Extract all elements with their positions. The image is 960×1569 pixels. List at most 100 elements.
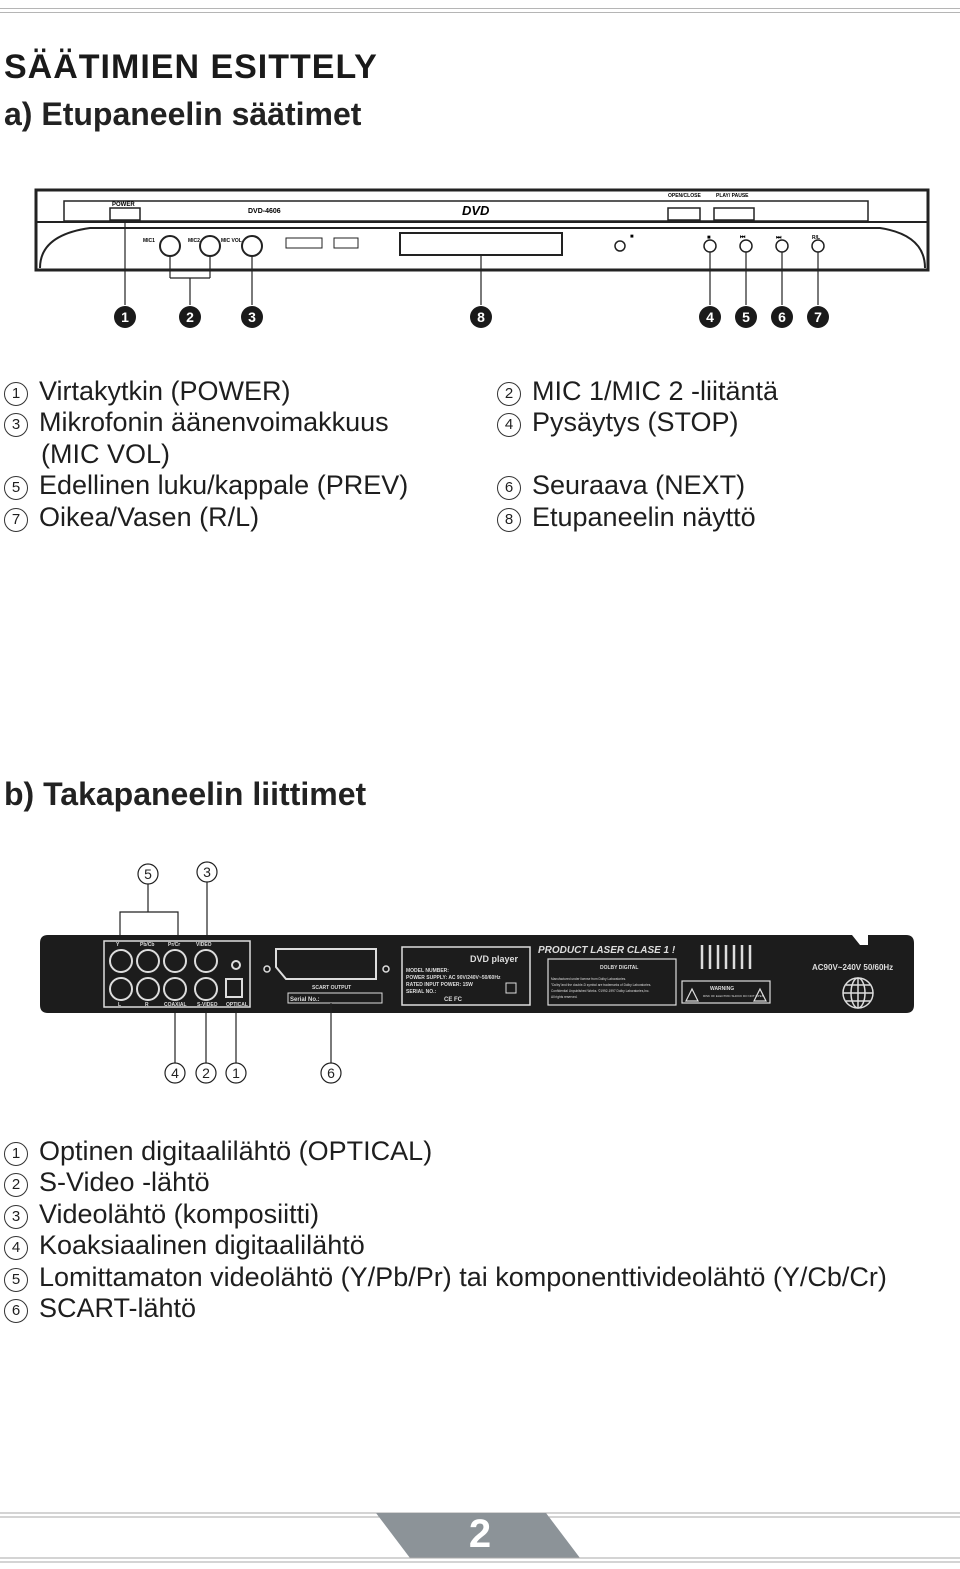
open-close-label: OPEN/CLOSE [668,193,701,199]
optical-label: OPTICAL [226,1002,248,1008]
dolby-logo: DOLBY DIGITAL [600,965,638,971]
rated-power-label: RATED INPUT POWER: 15W [406,982,473,988]
audio-r-jack [136,977,160,1001]
svideo-label: S-VIDEO [197,1002,218,1008]
item-number: 7 [4,508,28,532]
rear-item: 2 S-Video -lähtö [4,1167,210,1198]
item-label: Virtakytkin (POWER) [39,376,291,406]
item-label: Etupaneelin näyttö [532,502,756,532]
serial-no-label: SERIAL NO.: [406,989,437,995]
mic1-label: MIC1 [143,238,155,244]
warning-sub-label: RISK OF ELECTRIC SHOCK DO NOT OPEN [703,994,764,998]
item-label: Pysäytys (STOP) [532,407,739,437]
dolby-text: Manufactured under license from Dolby La… [551,977,626,981]
item-number: 6 [497,476,521,500]
item-label: Mikrofonin äänenvoimakkuus [39,407,389,437]
rear-heading: b) Takapaneelin liittimet [4,776,367,812]
front-item: 1 Virtakytkin (POWER) [4,376,291,407]
dvd-logo: DVD [462,203,490,218]
pr-jack [163,949,187,973]
rear-item: 3 Videolähtö (komposiitti) [4,1199,319,1230]
front-heading: a) Etupaneelin säätimet [4,96,362,132]
page-title: SÄÄTIMIEN ESITTELY [4,48,378,86]
item-number: 6 [4,1299,28,1323]
item-label: Seuraava (NEXT) [532,470,746,500]
callout-6: 6 [778,309,786,325]
item-number: 2 [497,382,521,406]
svideo-jack [194,977,218,1001]
item-label: Lomittamaton videolähtö (Y/Pb/Pr) tai ko… [39,1262,887,1292]
top-rule [0,8,960,9]
pb-jack [136,949,160,973]
optical-port [225,978,243,998]
coaxial-jack [163,977,187,1001]
globe-icon [842,977,874,1009]
power-supply-label: POWER SUPPLY: AC 90V/240V~50/60Hz [406,975,501,981]
y-jack [109,949,133,973]
scart-connector [275,948,377,980]
item-number: 5 [4,1268,28,1292]
serial-label: Serial No.: [290,997,320,1003]
item-label: Edellinen luku/kappale (PREV) [39,470,409,500]
rl-label: R/L [812,235,820,241]
mic-vol-label: MIC VOL [221,238,242,244]
item-number: 1 [4,382,28,406]
rear-item: 5 Lomittamaton videolähtö (Y/Pb/Pr) tai k… [4,1262,887,1293]
item-number: 1 [4,1142,28,1166]
warning-label: WARNING [710,986,734,992]
video-jack [194,949,218,973]
play-pause-label: PLAY/ PAUSE [716,193,749,199]
mic2-label: MIC2 [188,238,200,244]
pb-label: Pb/Cb [140,942,154,948]
item-number: 2 [4,1173,28,1197]
dvd-player-label: DVD player [470,954,519,964]
ac-label: AC90V~240V 50/60Hz [812,963,893,972]
front-panel-body [34,188,930,272]
front-item: 8 Etupaneelin näyttö [497,502,756,533]
laser-label: PRODUCT LASER CLASE 1 ! [538,945,676,956]
play-pause-button [713,207,755,221]
power-label: POWER [112,202,135,208]
callout-1: 1 [232,1065,240,1081]
l-label: L [118,1002,121,1008]
item-number: 3 [4,1205,28,1229]
model-sticker [401,946,531,1006]
model-label: DVD-4606 [248,208,281,215]
callout-4: 4 [171,1065,179,1081]
item-number: 4 [4,1236,28,1260]
rear-panel-body [40,935,914,1013]
item-label: Koaksiaalinen digitaalilähtö [39,1230,365,1260]
callout-2: 2 [186,309,194,325]
rear-item: 6 SCART-lähtö [4,1293,196,1324]
dolby-sticker [547,958,677,1006]
rear-panel-diagram: 5 3 Y Pb/Cb Pr/Cr VIDEO L R COAXIAL S-VI… [40,861,914,1084]
dolby-text: Confidential Unpublished Works. ©1992-19… [551,989,649,993]
top-rule [0,12,960,13]
item-number: 5 [4,476,28,500]
front-panel-diagram: POWER DVD-4606 DVD OPEN/CLOSE PLAY/ PAUS… [34,188,930,328]
page-number-tab [376,1513,580,1558]
item-label: Optinen digitaalilähtö (OPTICAL) [39,1136,433,1166]
item-label: Videolähtö (komposiitti) [39,1199,320,1229]
rear-item: 1 Optinen digitaalilähtö (OPTICAL) [4,1136,432,1167]
svg-text:■: ■ [707,235,711,241]
front-item: 5 Edellinen luku/kappale (PREV) [4,470,408,501]
item-number: 8 [497,508,521,532]
callout-4: 4 [706,309,714,325]
callout-5: 5 [144,866,152,882]
footer-bar [0,1512,960,1563]
item-number: 3 [4,413,28,437]
video-label: VIDEO [196,942,212,948]
callout-3: 3 [248,309,256,325]
scart-label: SCART OUTPUT [312,985,351,991]
item-label-continued: (MIC VOL) [41,439,171,469]
item-label: Oikea/Vasen (R/L) [39,502,260,532]
y-label: Y [116,942,120,948]
warning-sticker [681,980,771,1004]
dolby-text: All rights reserved. [551,995,578,999]
item-label: S-Video -lähtö [39,1167,210,1197]
item-label: SCART-lähtö [39,1293,197,1323]
coaxial-label: COAXIAL [164,1002,187,1008]
